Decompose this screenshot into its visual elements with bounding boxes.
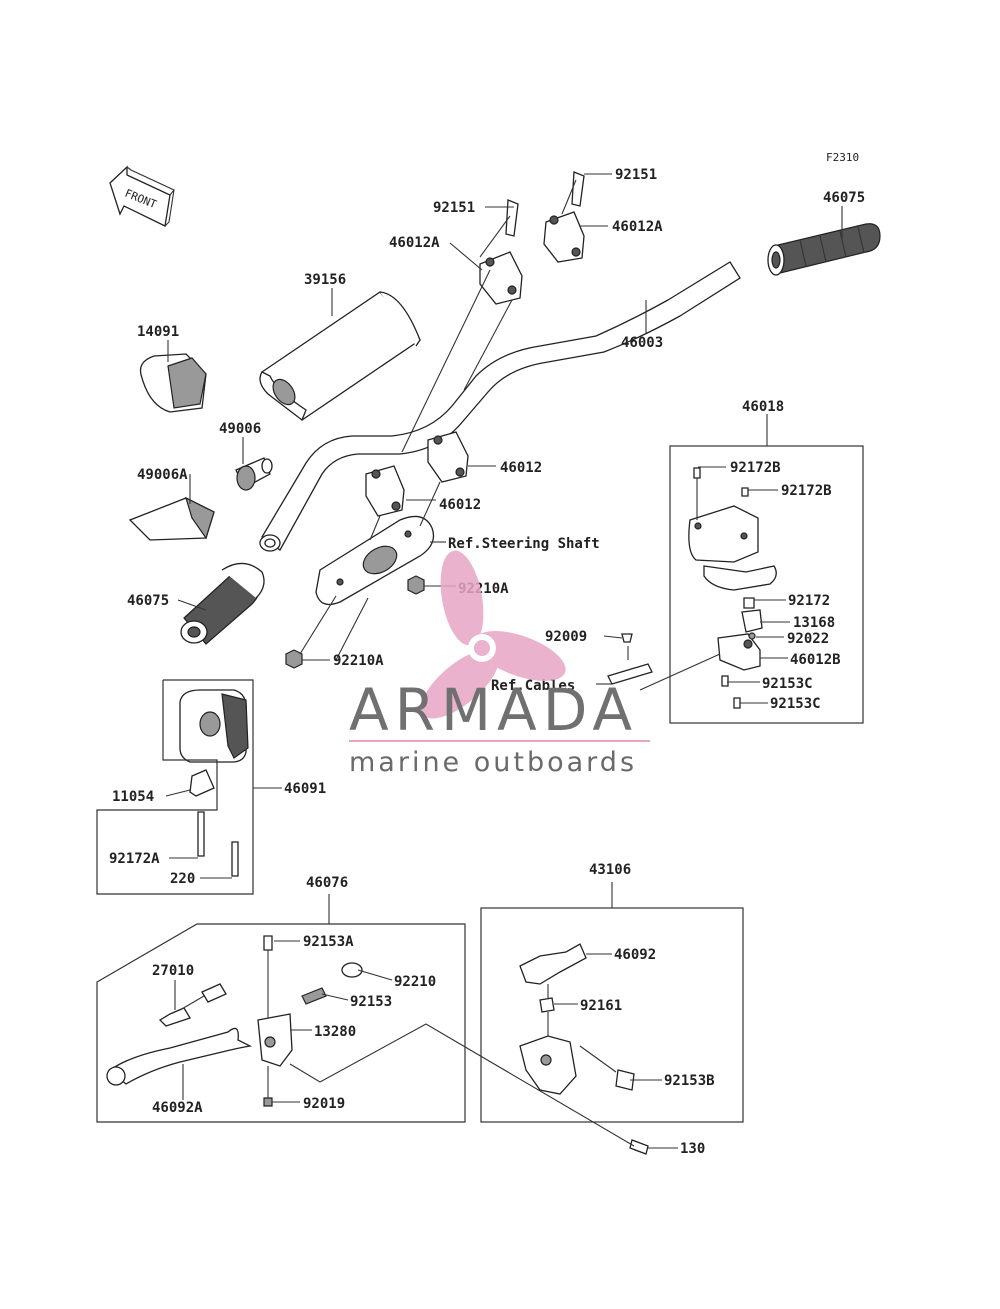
bar-pad-39156 xyxy=(259,291,421,422)
grip-right-46075 xyxy=(767,223,881,276)
label-92172B-2: 92172B xyxy=(781,483,832,499)
label-46012A-left: 46012A xyxy=(389,235,440,251)
holder-46012B xyxy=(717,597,763,709)
label-220: 220 xyxy=(170,871,195,887)
label-46012-upper: 46012 xyxy=(500,460,542,476)
label-46012B: 46012B xyxy=(790,652,841,668)
watermark-title: ARMADA xyxy=(349,676,638,744)
master-body-13280 xyxy=(257,935,363,1107)
label-46092: 46092 xyxy=(614,947,656,963)
label-92172A: 92172A xyxy=(109,851,160,867)
label-46092A: 46092A xyxy=(152,1100,203,1116)
label-46012A-right: 46012A xyxy=(612,219,663,235)
label-92019: 92019 xyxy=(303,1096,345,1112)
lever-46092A xyxy=(106,1027,253,1086)
steering-plate xyxy=(315,515,435,606)
label-46075-left: 46075 xyxy=(127,593,169,609)
lever-46092 xyxy=(519,943,587,985)
label-92009: 92009 xyxy=(545,629,587,645)
label-92210: 92210 xyxy=(394,974,436,990)
label-49006A: 49006A xyxy=(137,467,188,483)
label-49006: 49006 xyxy=(219,421,261,437)
label-27010: 27010 xyxy=(152,963,194,979)
switch-46018 xyxy=(688,467,777,591)
label-46091: 46091 xyxy=(284,781,326,797)
label-92153C-2: 92153C xyxy=(770,696,821,712)
part-49006 xyxy=(235,457,273,491)
label-92153B: 92153B xyxy=(664,1073,715,1089)
label-92153: 92153 xyxy=(350,994,392,1010)
label-11054: 11054 xyxy=(112,789,154,805)
group-box-46076 xyxy=(96,894,466,1123)
label-130: 130 xyxy=(680,1141,705,1157)
label-46075-right: 46075 xyxy=(823,190,865,206)
watermark-subtitle: marine outboards xyxy=(349,747,637,778)
label-13168: 13168 xyxy=(793,615,835,631)
clamp-46012-upper xyxy=(427,431,469,483)
clamp-46012A-left xyxy=(479,199,523,305)
label-43106: 43106 xyxy=(589,862,631,878)
switch-27010 xyxy=(158,983,227,1027)
figure-code: F2310 xyxy=(826,151,859,164)
label-ref-steering-shaft: Ref.Steering Shaft xyxy=(448,536,600,552)
label-39156: 39156 xyxy=(304,272,346,288)
nut-92210A-upper xyxy=(407,575,425,595)
label-46076: 46076 xyxy=(306,875,348,891)
label-92153C-1: 92153C xyxy=(762,676,813,692)
label-ref-cables: Ref.Cables xyxy=(491,678,575,694)
label-92151-left: 92151 xyxy=(433,200,475,216)
label-92210A-lower: 92210A xyxy=(333,653,384,669)
leader-lines xyxy=(165,173,843,1149)
group-box-43106 xyxy=(480,882,744,1123)
part-14091 xyxy=(139,353,207,413)
label-46003: 46003 xyxy=(621,335,663,351)
part-49006A xyxy=(128,496,215,541)
label-14091: 14091 xyxy=(137,324,179,340)
label-46018: 46018 xyxy=(742,399,784,415)
label-46012-lower: 46012 xyxy=(439,497,481,513)
front-arrow-icon: FRONT xyxy=(109,165,175,227)
handlebar-46003 xyxy=(259,261,741,552)
clamp-46012A-right xyxy=(543,171,585,263)
grip-left-46075 xyxy=(180,562,265,645)
label-92153A: 92153A xyxy=(303,934,354,950)
label-13280: 13280 xyxy=(314,1024,356,1040)
group-box-46018 xyxy=(669,414,864,724)
group-box-46091 xyxy=(96,679,282,895)
label-92172B-1: 92172B xyxy=(730,460,781,476)
switch-46091 xyxy=(179,689,249,877)
cable-clamp-92009 xyxy=(607,633,653,685)
label-92161: 92161 xyxy=(580,998,622,1014)
nut-92210A-lower xyxy=(285,649,303,669)
label-92172: 92172 xyxy=(788,593,830,609)
label-92151-right: 92151 xyxy=(615,167,657,183)
label-92022: 92022 xyxy=(787,631,829,647)
holder-43106 xyxy=(519,997,649,1155)
propeller-logo-icon xyxy=(421,550,566,719)
clamp-46012-lower xyxy=(365,465,405,517)
